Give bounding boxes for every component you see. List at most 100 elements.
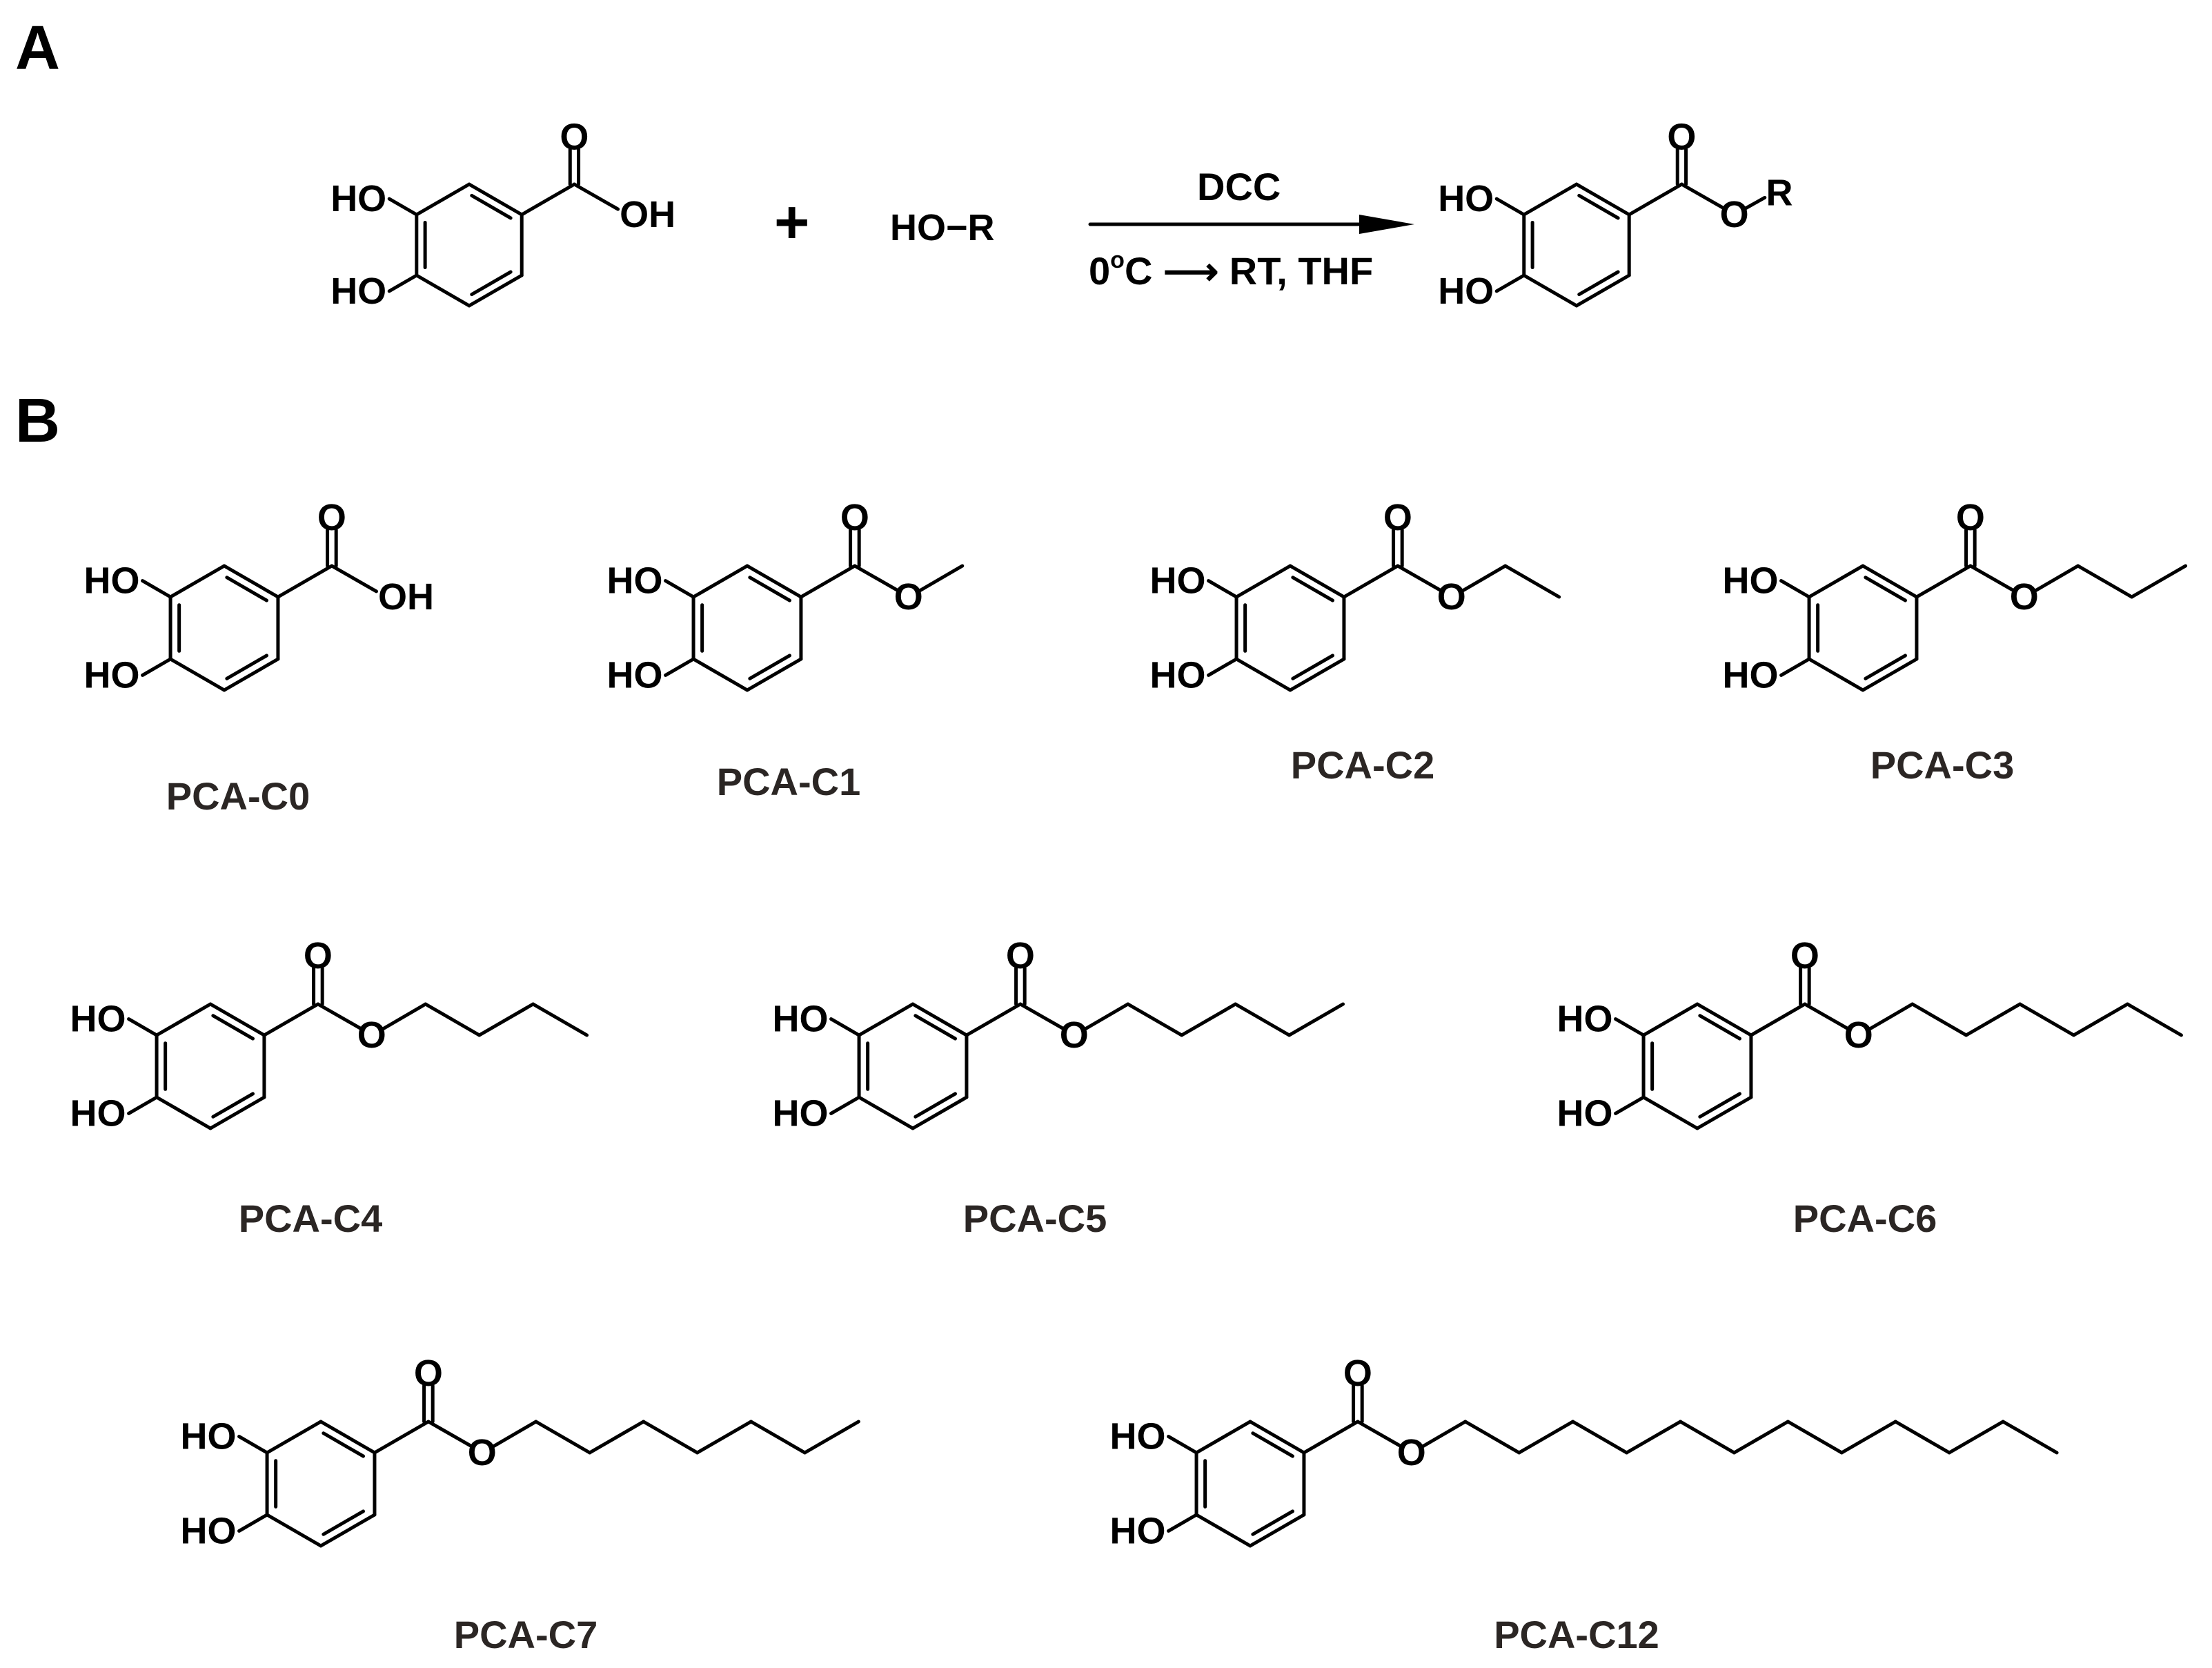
compound-label-pca-c4: PCA-C4 xyxy=(239,1197,382,1240)
hydroxyl-bond xyxy=(237,1435,269,1455)
hydroxyl-bond xyxy=(1167,1435,1198,1455)
r-group-label: R xyxy=(1766,172,1793,213)
temp-degree: o xyxy=(1110,247,1125,273)
carbonyl-bond xyxy=(373,1420,431,1455)
carbonyl-bond xyxy=(262,1002,320,1037)
alkyl-chain-bond xyxy=(749,1420,807,1455)
carbonyl-oxygen-label: O xyxy=(840,497,869,538)
ring-bond xyxy=(1807,564,1865,599)
hydroxyl-bond xyxy=(1614,1017,1646,1037)
ring-bond xyxy=(467,182,524,217)
alkyl-chain-bond xyxy=(1287,1002,1345,1037)
alkyl-chain-bond xyxy=(916,564,965,593)
panel-label-a: A xyxy=(15,14,60,83)
alkyl-chain-bond xyxy=(1517,1420,1575,1455)
panel-label-b: B xyxy=(15,386,60,455)
ring-bond xyxy=(1288,564,1346,599)
ring-double-bond xyxy=(1864,576,1908,602)
ring-double-bond xyxy=(225,576,269,602)
plus-sign: + xyxy=(774,188,809,256)
alkyl-chain-bond xyxy=(1679,1420,1736,1455)
ring-double-bond xyxy=(211,1014,255,1041)
alkyl-chain-bond xyxy=(1964,1002,2022,1037)
alkyl-chain-bond xyxy=(642,1420,700,1455)
ring-bond xyxy=(1641,1002,1699,1037)
ring-bond xyxy=(1522,273,1579,308)
ring-bond xyxy=(745,564,803,599)
ester-oxygen-label: O xyxy=(2010,576,2039,618)
reaction-reagent-dcc: DCC xyxy=(1197,165,1281,208)
hydroxyl-bond xyxy=(127,1095,159,1115)
ring-bond xyxy=(911,1095,969,1130)
hydroxyl-bond xyxy=(141,579,172,599)
hydroxyl-bond xyxy=(1779,579,1811,599)
ring-bond xyxy=(1861,564,1919,599)
carbonyl-oxygen-label: O xyxy=(317,497,346,538)
hydroxyl-bond xyxy=(664,657,695,677)
alkyl-chain-bond xyxy=(477,1002,535,1037)
acid-bond xyxy=(572,182,620,211)
ring-bond xyxy=(1574,182,1631,217)
hydroxyl-bond xyxy=(1167,1513,1198,1533)
compound-label-pca-c5: PCA-C5 xyxy=(963,1197,1107,1240)
hydroxyl-label: HO xyxy=(1557,999,1613,1040)
ring-double-bond xyxy=(1251,1431,1295,1458)
ring-bond xyxy=(1522,182,1579,217)
ring-bond xyxy=(319,1513,377,1548)
hydroxyl-label: HO xyxy=(84,560,140,602)
alkyl-chain-bond xyxy=(2001,1420,2059,1455)
ring-bond xyxy=(1194,1513,1252,1548)
ring-bond xyxy=(691,564,749,599)
hydroxyl-label: HO xyxy=(1438,271,1494,312)
alkyl-chain-bond xyxy=(2126,1002,2183,1037)
ester-oxygen-label: O xyxy=(1437,576,1466,618)
carbonyl-oxygen-label: O xyxy=(560,116,589,157)
carbonyl-bond xyxy=(520,182,576,217)
ester-bond xyxy=(1803,1002,1851,1032)
hydroxyl-label: HO xyxy=(607,654,663,696)
ring-bond xyxy=(155,1002,213,1037)
temp-value: 0 xyxy=(1089,249,1110,293)
ring-bond xyxy=(208,1095,266,1130)
ring-double-bond xyxy=(211,1092,255,1119)
ester-oxygen-label: O xyxy=(1844,1014,1873,1056)
ring-double-bond xyxy=(322,1509,366,1536)
alkyl-chain-bond xyxy=(424,1002,482,1037)
hydroxyl-label: HO xyxy=(773,1092,829,1134)
compound-label-pca-c6: PCA-C6 xyxy=(1793,1197,1937,1240)
ring-bond xyxy=(208,1002,266,1037)
alkyl-chain-bond xyxy=(490,1420,538,1449)
alkyl-chain-bond xyxy=(1503,564,1561,599)
ring-bond xyxy=(415,273,471,308)
ring-double-bond xyxy=(914,1092,958,1119)
ring-bond xyxy=(222,564,280,599)
hydroxyl-label: HO xyxy=(181,1416,237,1458)
alkyl-chain-bond xyxy=(2130,564,2188,599)
alkyl-chain-bond xyxy=(2018,1002,2076,1037)
alcohol-reagent: HO−R xyxy=(890,207,995,248)
hydroxyl-label: HO xyxy=(181,1510,237,1551)
carbonyl-oxygen-label: O xyxy=(1956,497,1985,538)
ring-double-bond xyxy=(322,1431,366,1458)
hydroxyl-bond xyxy=(1207,657,1238,677)
hydroxyl-label: HO xyxy=(1438,178,1494,219)
ring-bond xyxy=(1695,1002,1753,1037)
hydroxyl-bond xyxy=(1207,579,1238,599)
hydroxyl-bond xyxy=(1614,1095,1646,1115)
alkyl-chain-bond xyxy=(2072,1002,2130,1037)
ring-double-bond xyxy=(1698,1014,1742,1041)
ester-bond xyxy=(1679,182,1728,211)
hydroxyl-label: HO xyxy=(330,178,386,219)
acid-bond xyxy=(330,564,378,593)
ring-bond xyxy=(222,657,280,692)
alkyl-chain-bond xyxy=(1459,564,1508,593)
ester-r-bond xyxy=(1742,195,1767,211)
ring-bond xyxy=(1194,1420,1252,1455)
